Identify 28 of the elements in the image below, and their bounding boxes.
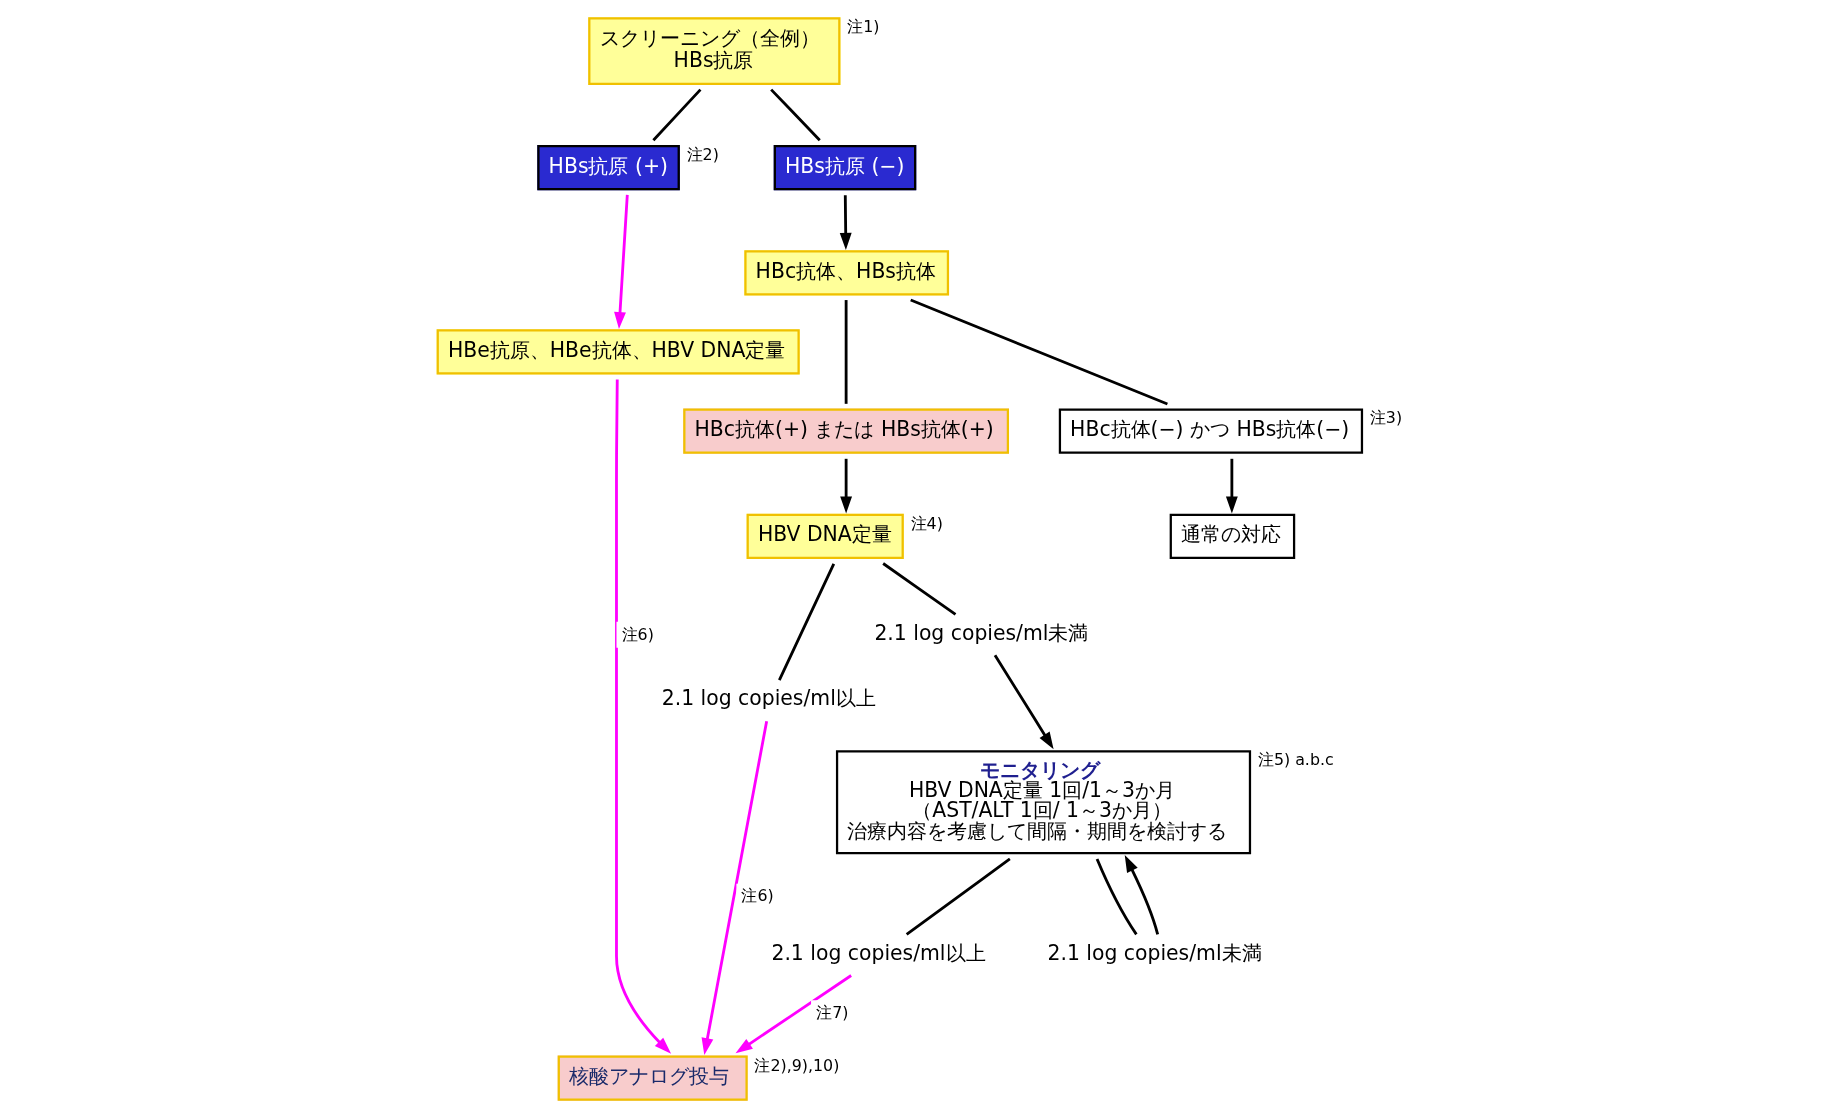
node-label: 注2): [686, 144, 719, 164]
node-label: 注4): [910, 513, 943, 533]
connector: [769, 88, 821, 142]
node-label: 注2),9),10): [753, 1055, 839, 1075]
connector: [844, 300, 848, 404]
arrow: [839, 458, 852, 514]
edge-label: 注7): [815, 1002, 848, 1022]
arrow: [993, 654, 1054, 750]
node-label: 注5) a.b.c: [1257, 750, 1334, 770]
connector: [1095, 858, 1138, 936]
arrow: [839, 195, 852, 250]
node-text: 2.1 log copies/ml未満: [873, 620, 1088, 645]
connector: [909, 298, 1168, 406]
connector: [881, 562, 956, 616]
node-label: 注3): [1369, 408, 1402, 428]
connector: [777, 563, 835, 681]
connector: [651, 88, 701, 142]
edge-label: 注6): [740, 886, 774, 906]
connector: [905, 857, 1011, 936]
arrow: [613, 194, 629, 330]
arrow: [1225, 458, 1238, 514]
node-text: 2.1 log copies/ml未満: [1046, 940, 1262, 965]
arrow: [701, 720, 768, 1056]
node-text: 2.1 log copies/ml以上: [661, 686, 876, 711]
node-text: 2.1 log copies/ml以上: [770, 940, 986, 965]
node-label: 注1): [846, 17, 879, 37]
edge-label: 注6): [621, 624, 654, 644]
arrow: [1124, 855, 1159, 935]
